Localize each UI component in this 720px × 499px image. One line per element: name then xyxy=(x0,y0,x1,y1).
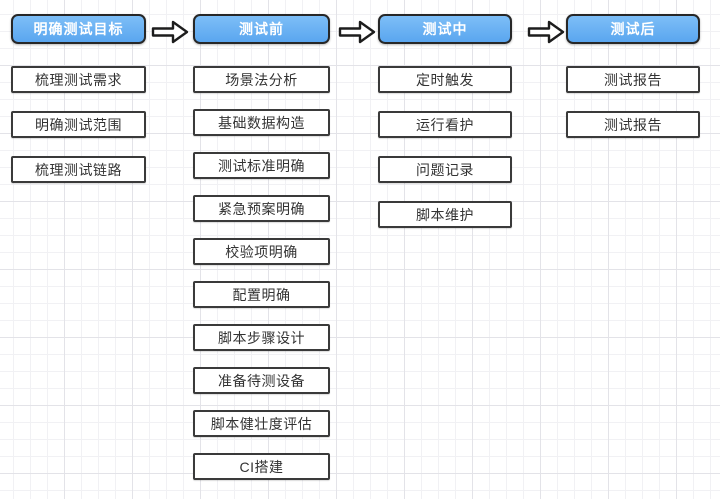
task-box: 测试报告 xyxy=(566,66,700,93)
task-list: 梳理测试需求明确测试范围梳理测试链路 xyxy=(11,66,146,183)
task-box: 脚本维护 xyxy=(378,201,512,228)
task-box: 定时触发 xyxy=(378,66,512,93)
stage-header: 测试后 xyxy=(566,14,700,44)
stage-header: 测试中 xyxy=(378,14,512,44)
task-box: 运行看护 xyxy=(378,111,512,138)
task-box: 问题记录 xyxy=(378,156,512,183)
task-box: 准备待测设备 xyxy=(193,367,330,394)
task-list: 定时触发运行看护问题记录脚本维护 xyxy=(378,66,512,228)
task-list: 场景法分析基础数据构造测试标准明确紧急预案明确校验项明确配置明确脚本步骤设计准备… xyxy=(193,66,330,480)
flow-arrow-icon xyxy=(338,19,376,45)
stage-column-1: 明确测试目标梳理测试需求明确测试范围梳理测试链路 xyxy=(11,14,146,183)
task-box: 梳理测试需求 xyxy=(11,66,146,93)
task-box: 配置明确 xyxy=(193,281,330,308)
task-box: 场景法分析 xyxy=(193,66,330,93)
task-box: 测试报告 xyxy=(566,111,700,138)
task-box: 测试标准明确 xyxy=(193,152,330,179)
task-box: 脚本步骤设计 xyxy=(193,324,330,351)
task-box: 校验项明确 xyxy=(193,238,330,265)
stage-header: 明确测试目标 xyxy=(11,14,146,44)
task-box: 脚本健壮度评估 xyxy=(193,410,330,437)
task-box: 梳理测试链路 xyxy=(11,156,146,183)
task-list: 测试报告测试报告 xyxy=(566,66,700,138)
stage-header: 测试前 xyxy=(193,14,330,44)
task-box: 基础数据构造 xyxy=(193,109,330,136)
flow-arrow-icon xyxy=(151,19,189,45)
task-box: 紧急预案明确 xyxy=(193,195,330,222)
stage-column-2: 测试前场景法分析基础数据构造测试标准明确紧急预案明确校验项明确配置明确脚本步骤设… xyxy=(193,14,330,480)
task-box: 明确测试范围 xyxy=(11,111,146,138)
flow-arrow-icon xyxy=(527,19,565,45)
task-box: CI搭建 xyxy=(193,453,330,480)
stage-column-3: 测试中定时触发运行看护问题记录脚本维护 xyxy=(378,14,512,228)
stage-column-4: 测试后测试报告测试报告 xyxy=(566,14,700,138)
